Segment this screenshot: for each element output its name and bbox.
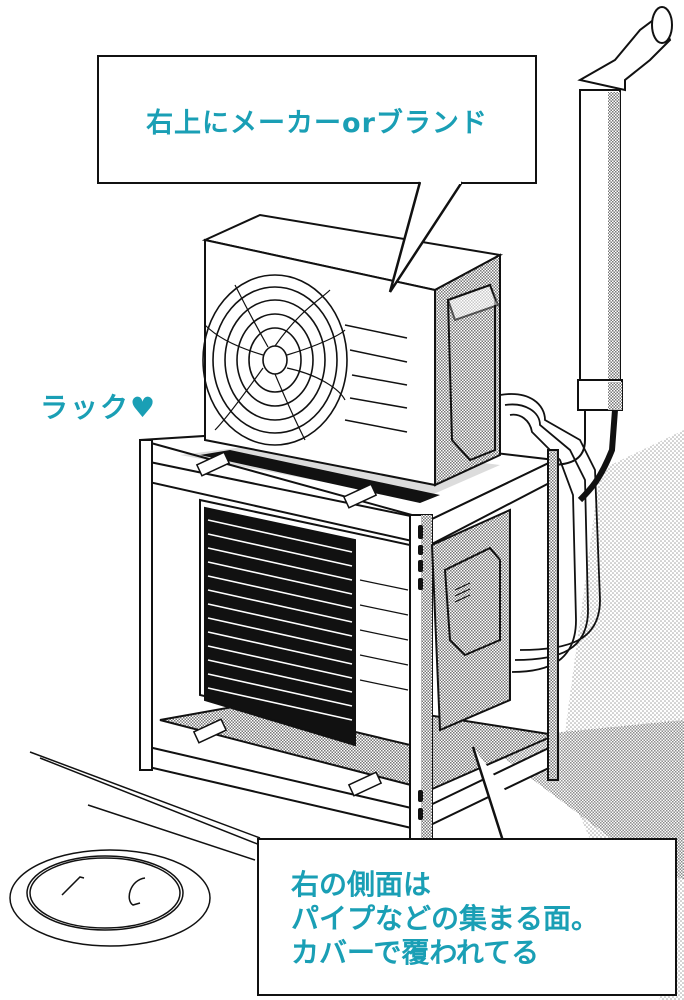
rack-label: ラック♥: [40, 386, 157, 426]
bubble-tail-bottom: [471, 746, 543, 843]
brand-location-note: 右上にメーカーorブランド: [146, 108, 488, 139]
condenser-unit: [199, 498, 511, 747]
side-panel-note-line-1: 右の側面は: [291, 868, 432, 901]
curb: [29, 751, 261, 861]
speech-bubble-side-panel: 右の側面は パイプなどの集まる面。 カバーで覆われてる: [257, 838, 677, 996]
side-panel-note: 右の側面は パイプなどの集まる面。 カバーで覆われてる: [291, 868, 599, 970]
heart-icon: ♥: [130, 391, 158, 424]
fan-grille: [202, 274, 348, 446]
rack-label-text: ラック: [40, 391, 131, 424]
post-slots: [418, 525, 423, 820]
side-panel-note-line-2: パイプなどの集まる面。: [291, 902, 600, 935]
side-panel-note-line-3: カバーで覆われてる: [291, 936, 540, 969]
pipe-duct: [549, 6, 673, 503]
mounting-brackets: [192, 451, 383, 797]
bubble-tail-top: [388, 180, 464, 293]
manhole-cover: [9, 849, 211, 947]
speech-bubble-brand: 右上にメーカーorブランド: [97, 55, 537, 184]
